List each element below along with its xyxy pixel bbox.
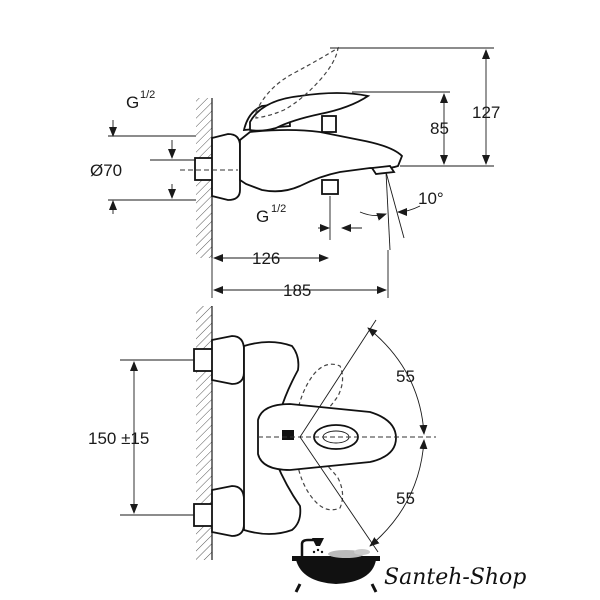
angle-arrow-right: [397, 205, 421, 216]
angle-down-ray: [299, 436, 379, 553]
spout-axis-angled: [385, 171, 405, 239]
angle-spout-label: 10°: [418, 189, 444, 208]
side-mixer-body: [239, 129, 404, 193]
angle-down-label: 55: [396, 489, 415, 508]
angle-arrow-left: [359, 211, 387, 221]
dim-126-label: 126: [252, 249, 280, 268]
spout-axis-vertical: [385, 171, 391, 251]
front-lever-down-ghost: [295, 451, 344, 511]
side-view: G 1/2 Ø70 G 1/2 10° 126 185 85 12: [90, 46, 500, 300]
side-lever: [249, 92, 371, 132]
angle-down-arc: [369, 439, 428, 547]
front-view: 55 55 150 ±15: [88, 306, 436, 560]
bathtub-shower-icon: [292, 538, 380, 593]
thread-bottom-fraction: 1/2: [271, 203, 286, 215]
brand-name: Santeh-Shop: [384, 565, 526, 590]
front-lever-grip: [313, 424, 359, 450]
dim-185-label: 185: [283, 281, 311, 300]
thread-top-label: G: [126, 93, 139, 112]
dim-spacing-label: 150 ±15: [88, 429, 149, 448]
brand-logo: Santeh-Shop: [292, 538, 526, 593]
diameter-label: Ø70: [90, 161, 122, 180]
side-escutcheon: [211, 133, 241, 201]
angle-up-label: 55: [396, 367, 415, 386]
side-spout-outlet: [370, 165, 396, 175]
dim-85-label: 85: [430, 119, 449, 138]
dim-127-label: 127: [472, 103, 500, 122]
side-shower-outlet: [321, 179, 339, 195]
front-lever-mark: [282, 430, 294, 440]
side-diverter-knob: [321, 115, 337, 133]
angle-up-ray: [299, 319, 377, 438]
thread-top-fraction: 1/2: [140, 89, 155, 101]
thread-bottom-label: G: [256, 207, 269, 226]
front-connector-bottom: [193, 503, 215, 527]
front-escutcheon-bottom: [211, 485, 245, 537]
angle-up-arc: [367, 327, 428, 435]
front-escutcheon-top: [211, 335, 245, 385]
front-connector-top: [193, 348, 215, 372]
